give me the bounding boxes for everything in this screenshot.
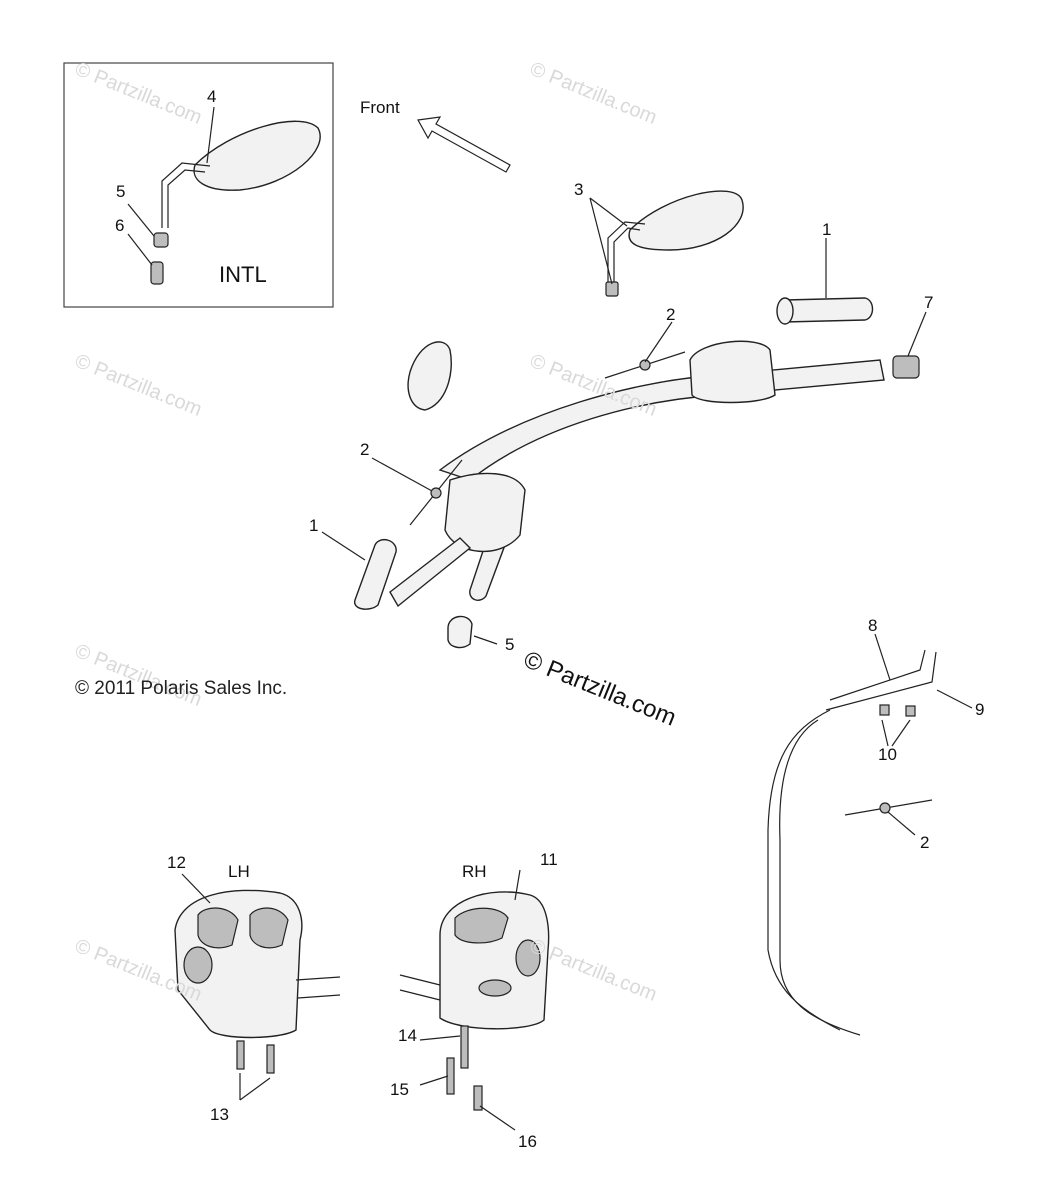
handlebar: [438, 340, 885, 601]
callout-15: 15: [390, 1080, 409, 1099]
intl-label: INTL: [219, 262, 267, 287]
callout-1-right: 1: [822, 220, 832, 239]
callout-14: 14: [398, 1026, 417, 1045]
callout-2-top: 2: [666, 305, 676, 324]
left-mirror: [407, 341, 452, 411]
callout-12: 12: [167, 853, 186, 872]
right-mirror: [589, 190, 744, 297]
rh-switch-housing: [399, 869, 550, 1131]
callout-9: 9: [975, 700, 985, 719]
right-grip: [776, 238, 874, 325]
bar-end-right: [892, 311, 927, 379]
intl-inset-frame: [63, 62, 334, 308]
callout-inset-6: 6: [115, 216, 125, 235]
callout-2-left: 2: [360, 440, 370, 459]
callout-5-main: 5: [505, 635, 515, 654]
callout-2-cable: 2: [920, 833, 930, 852]
rh-label: RH: [462, 862, 487, 881]
left-grip: [321, 531, 397, 610]
cable-tie-left: [371, 457, 463, 526]
front-arrow: [417, 116, 511, 173]
callout-3: 3: [574, 180, 584, 199]
front-label: Front: [360, 98, 400, 117]
callout-10: 10: [878, 745, 897, 764]
callout-13: 13: [210, 1105, 229, 1124]
copyright-notice: © 2011 Polaris Sales Inc.: [75, 678, 288, 699]
callout-7: 7: [924, 293, 934, 312]
callout-inset-5: 5: [116, 182, 126, 201]
callout-1-left: 1: [309, 516, 319, 535]
lh-switch-housing: [174, 873, 341, 1101]
callout-11: 11: [540, 850, 558, 869]
cable-tie-top: [604, 321, 686, 379]
bar-end-left: [447, 615, 498, 649]
inset-mirror: [127, 106, 321, 285]
callout-8: 8: [868, 616, 878, 635]
throttle-cable: [767, 633, 973, 1036]
lh-label: LH: [228, 862, 250, 881]
callout-inset-4: 4: [207, 87, 217, 106]
callout-16: 16: [518, 1132, 537, 1151]
left-lever-assembly: [389, 472, 526, 608]
